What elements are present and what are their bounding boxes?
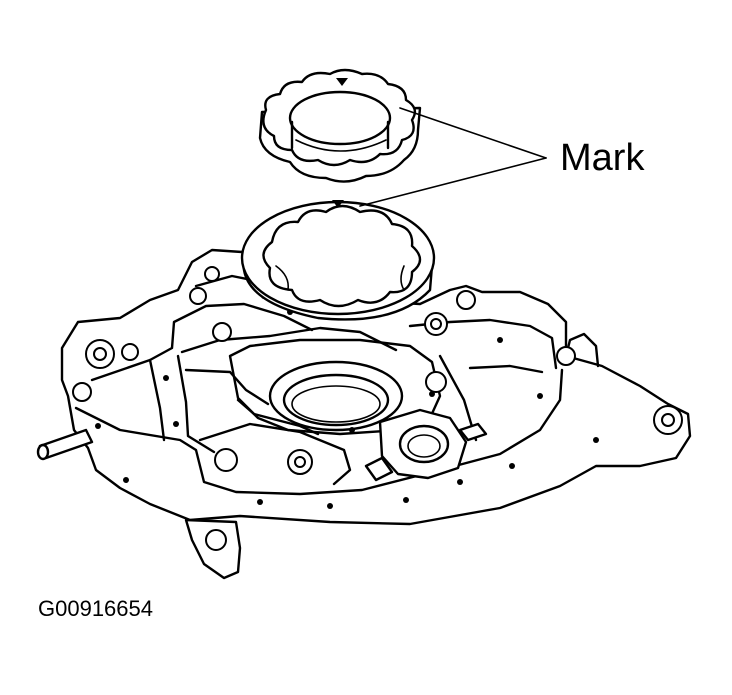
mark-label: Mark — [560, 137, 645, 179]
mark-leader-lines — [359, 107, 547, 207]
pump-body — [36, 248, 692, 580]
figure-id: G00916654 — [38, 596, 153, 621]
outer-rotor — [240, 200, 436, 321]
inner-rotor — [258, 68, 422, 183]
